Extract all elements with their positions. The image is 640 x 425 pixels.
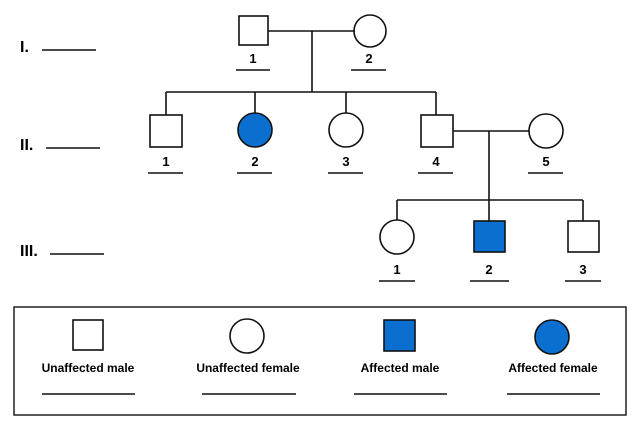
- individual-III1-female: [379, 219, 415, 255]
- number-I1: 1: [249, 51, 256, 66]
- individual-I1-male: [238, 15, 269, 46]
- number-II5: 5: [542, 154, 549, 169]
- number-II2: 2: [251, 154, 258, 169]
- legend-label-affected-male: Affected male: [361, 361, 440, 375]
- individual-II4-male: [420, 114, 454, 148]
- number-III2: 2: [485, 262, 492, 277]
- legend-label-unaffected-female: Unaffected female: [196, 361, 300, 375]
- legend-unaffected-male-symbol: [72, 319, 104, 351]
- generation-label-III: III.: [20, 243, 38, 260]
- individual-III2-affected-male: [473, 220, 506, 253]
- number-II3: 3: [342, 154, 349, 169]
- generation-label-I: I.: [20, 39, 29, 56]
- legend-box: [13, 306, 627, 416]
- individual-II2-affected-female: [237, 112, 273, 148]
- number-II4: 4: [432, 154, 440, 169]
- generation-label-II: II.: [20, 137, 33, 154]
- number-III3: 3: [579, 262, 586, 277]
- number-I2: 2: [365, 51, 372, 66]
- legend-label-affected-female: Affected female: [508, 361, 598, 375]
- legend-unaffected-female-symbol: [229, 318, 265, 354]
- individual-III3-male: [567, 220, 600, 253]
- number-III1: 1: [393, 262, 400, 277]
- legend-affected-female-symbol: [534, 319, 570, 355]
- legend-affected-male-symbol: [383, 319, 416, 352]
- individual-I2-female: [353, 14, 387, 48]
- individual-II3-female: [328, 112, 364, 148]
- number-II1: 1: [162, 154, 169, 169]
- individual-II5-female: [528, 113, 564, 149]
- individual-II1-male: [149, 114, 183, 148]
- legend-label-unaffected-male: Unaffected male: [42, 361, 135, 375]
